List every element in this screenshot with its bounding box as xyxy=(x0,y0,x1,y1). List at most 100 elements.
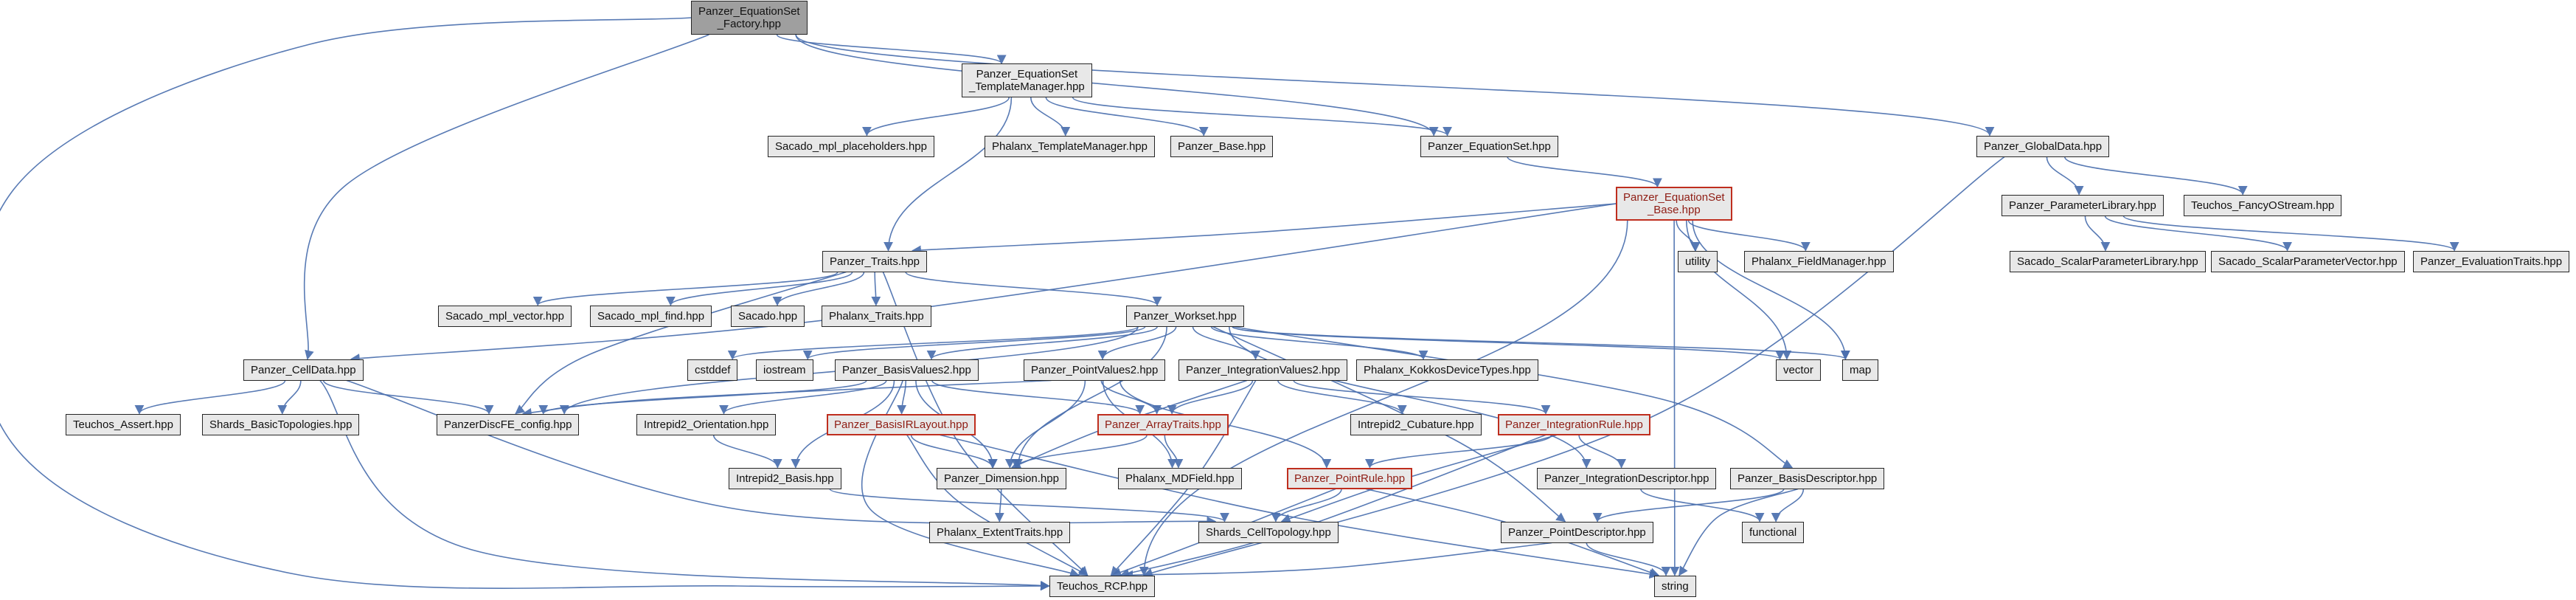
graph-node-basis_values2[interactable]: Panzer_BasisValues2.hpp xyxy=(835,359,979,381)
include-edge-intrepid2_orientation-to-intrepid2_basis xyxy=(712,435,782,469)
graph-node-fancy_ostream[interactable]: Teuchos_FancyOStream.hpp xyxy=(2184,195,2342,216)
graph-node-sacado_mpl_placeholders[interactable]: Sacado_mpl_placeholders.hpp xyxy=(768,136,934,157)
graph-node-label: Phalanx_ExtentTraits.hpp xyxy=(937,526,1063,539)
graph-node-scalar_param_lib[interactable]: Sacado_ScalarParameterLibrary.hpp xyxy=(2010,251,2206,272)
graph-node-sacado_mpl_find[interactable]: Sacado_mpl_find.hpp xyxy=(590,306,712,327)
graph-node-phalanx_template_manager[interactable]: Phalanx_TemplateManager.hpp xyxy=(985,136,1155,157)
include-edge-workset-to-integration_descriptor xyxy=(1229,326,1591,469)
graph-node-teuchos_assert[interactable]: Teuchos_Assert.hpp xyxy=(66,414,181,435)
include-edge-global_data-to-fancy_ostream xyxy=(2064,156,2248,196)
include-edge-workset-to-point_values2 xyxy=(1097,326,1177,360)
graph-node-label: Panzer_Dimension.hpp xyxy=(944,472,1059,485)
include-edge-template_manager-to-panzer_base xyxy=(1045,97,1209,137)
graph-node-point_rule[interactable]: Panzer_PointRule.hpp xyxy=(1287,468,1413,489)
include-edge-traits-to-phalanx_traits xyxy=(871,272,881,306)
graph-node-intrepid2_orientation[interactable]: Intrepid2_Orientation.hpp xyxy=(636,414,777,435)
include-edge-parameter_library-to-evaluation_traits xyxy=(2122,215,2459,252)
graph-node-basis_descriptor[interactable]: Panzer_BasisDescriptor.hpp xyxy=(1730,468,1885,489)
graph-node-label: Shards_CellTopology.hpp xyxy=(1206,526,1331,539)
graph-node-integration_values2[interactable]: Panzer_IntegrationValues2.hpp xyxy=(1178,359,1348,381)
graph-node-label: Panzer_IntegrationValues2.hpp xyxy=(1186,364,1341,376)
graph-node-sacado[interactable]: Sacado.hpp xyxy=(731,306,805,327)
graph-node-basis_ir_layout[interactable]: Panzer_BasisIRLayout.hpp xyxy=(827,414,976,435)
include-edge-basis_ir_layout-to-dimension xyxy=(910,435,998,469)
graph-node-label: Sacado_ScalarParameterVector.hpp xyxy=(2218,255,2398,268)
include-edge-point_values2-to-discfe_config xyxy=(521,379,1052,418)
include-edge-equation_set_base-to-field_manager xyxy=(1687,220,1811,252)
graph-node-string: string xyxy=(1654,576,1696,597)
graph-node-label: string xyxy=(1662,580,1689,593)
graph-node-label: Teuchos_RCP.hpp xyxy=(1057,580,1148,593)
include-edge-workset-to-dimension xyxy=(1013,326,1167,469)
graph-node-field_manager[interactable]: Phalanx_FieldManager.hpp xyxy=(1744,251,1894,272)
graph-node-equation_set[interactable]: Panzer_EquationSet.hpp xyxy=(1420,136,1558,157)
graph-node-template_manager[interactable]: Panzer_EquationSet_TemplateManager.hpp xyxy=(962,63,1092,97)
graph-node-kokkos_device_types[interactable]: Phalanx_KokkosDeviceTypes.hpp xyxy=(1356,359,1538,381)
include-edge-factory-to-cell_data xyxy=(303,34,709,360)
graph-node-label: Phalanx_FieldManager.hpp xyxy=(1752,255,1886,268)
graph-node-array_traits[interactable]: Panzer_ArrayTraits.hpp xyxy=(1097,414,1229,435)
graph-node-global_data[interactable]: Panzer_GlobalData.hpp xyxy=(1976,136,2110,157)
graph-node-label: Panzer_GlobalData.hpp xyxy=(1984,140,2103,153)
include-edge-workset-to-kokkos_device_types xyxy=(1210,325,1428,360)
graph-node-point_descriptor[interactable]: Panzer_PointDescriptor.hpp xyxy=(1501,522,1653,543)
include-edge-basis_ir_layout-to-teuchos_rcp xyxy=(906,435,1089,576)
graph-node-label: Panzer_ParameterLibrary.hpp xyxy=(2009,199,2156,212)
graph-node-label: _Base.hpp xyxy=(1647,204,1701,216)
graph-node-label: Phalanx_MDField.hpp xyxy=(1125,472,1235,485)
graph-node-label: _TemplateManager.hpp xyxy=(969,80,1085,93)
graph-node-panzer_base[interactable]: Panzer_Base.hpp xyxy=(1170,136,1274,157)
graph-node-workset[interactable]: Panzer_Workset.hpp xyxy=(1126,306,1244,327)
include-edge-equation_set_base-to-utility xyxy=(1676,220,1701,252)
include-edge-point_descriptor-to-string xyxy=(1586,542,1671,576)
include-edge-integration_rule-to-integration_descriptor xyxy=(1578,435,1626,469)
graph-node-integration_rule[interactable]: Panzer_IntegrationRule.hpp xyxy=(1498,414,1650,435)
graph-node-traits[interactable]: Panzer_Traits.hpp xyxy=(822,251,928,272)
graph-node-cell_data[interactable]: Panzer_CellData.hpp xyxy=(243,359,364,381)
include-edge-integration_values2-to-integration_rule xyxy=(1293,379,1551,415)
include-edge-basis_values2-to-intrepid2_orientation xyxy=(719,380,887,415)
include-edge-point_values2-to-dimension xyxy=(1004,380,1086,469)
include-edge-integration_rule-to-point_rule xyxy=(1365,435,1552,469)
graph-node-label: Shards_BasicTopologies.hpp xyxy=(209,418,353,431)
include-edge-workset-to-basis_values2 xyxy=(926,325,1158,360)
graph-node-label: Sacado_mpl_find.hpp xyxy=(597,310,705,323)
graph-node-discfe_config[interactable]: PanzerDiscFE_config.hpp xyxy=(437,414,580,435)
graph-node-utility: utility xyxy=(1678,251,1718,272)
graph-node-shards_basic_topologies[interactable]: Shards_BasicTopologies.hpp xyxy=(202,414,360,435)
include-edge-point_values2-to-array_traits xyxy=(1100,380,1162,415)
graph-node-label: Panzer_EquationSet xyxy=(976,68,1078,80)
graph-node-phalanx_traits[interactable]: Phalanx_Traits.hpp xyxy=(822,306,931,327)
graph-node-label: Phalanx_KokkosDeviceTypes.hpp xyxy=(1364,364,1531,376)
include-edge-factory-to-teuchos_rcp xyxy=(0,17,1050,591)
graph-node-label: Teuchos_Assert.hpp xyxy=(73,418,173,431)
graph-node-label: utility xyxy=(1685,255,1711,268)
include-edge-workset-to-basis_descriptor xyxy=(1232,325,1794,469)
graph-node-label: PanzerDiscFE_config.hpp xyxy=(444,418,572,431)
graph-node-intrepid2_basis[interactable]: Intrepid2_Basis.hpp xyxy=(729,468,841,489)
graph-node-integration_descriptor[interactable]: Panzer_IntegrationDescriptor.hpp xyxy=(1537,468,1717,489)
graph-node-label: map xyxy=(1850,364,1872,376)
include-edge-template_manager-to-traits xyxy=(883,97,1013,252)
graph-node-teuchos_rcp[interactable]: Teuchos_RCP.hpp xyxy=(1049,576,1156,597)
graph-node-map: map xyxy=(1842,359,1879,381)
graph-node-label: Panzer_Base.hpp xyxy=(1178,140,1266,153)
graph-node-label: functional xyxy=(1749,526,1797,539)
graph-node-extent_traits[interactable]: Phalanx_ExtentTraits.hpp xyxy=(929,522,1071,543)
include-edge-intrepid2_basis-to-shards_cell_topology xyxy=(829,488,1229,523)
graph-node-mdfield[interactable]: Phalanx_MDField.hpp xyxy=(1118,468,1242,489)
graph-node-intrepid2_cubature[interactable]: Intrepid2_Cubature.hpp xyxy=(1350,414,1482,435)
graph-node-vector: vector xyxy=(1776,359,1821,381)
graph-node-label: Phalanx_TemplateManager.hpp xyxy=(992,140,1148,153)
graph-node-sacado_mpl_vector[interactable]: Sacado_mpl_vector.hpp xyxy=(438,306,572,327)
graph-node-point_values2[interactable]: Panzer_PointValues2.hpp xyxy=(1024,359,1166,381)
graph-node-scalar_param_vec[interactable]: Sacado_ScalarParameterVector.hpp xyxy=(2211,251,2405,272)
graph-node-evaluation_traits[interactable]: Panzer_EvaluationTraits.hpp xyxy=(2413,251,2570,272)
include-edge-parameter_library-to-scalar_param_lib xyxy=(2084,215,2111,252)
graph-node-parameter_library[interactable]: Panzer_ParameterLibrary.hpp xyxy=(2002,195,2164,216)
graph-node-dimension[interactable]: Panzer_Dimension.hpp xyxy=(937,468,1066,489)
include-edge-array_traits-to-mdfield xyxy=(1164,435,1184,469)
graph-node-equation_set_base[interactable]: Panzer_EquationSet_Base.hpp xyxy=(1616,187,1732,221)
include-edge-basis_values2-to-discfe_config xyxy=(538,379,867,415)
graph-node-shards_cell_topology[interactable]: Shards_CellTopology.hpp xyxy=(1198,522,1339,543)
